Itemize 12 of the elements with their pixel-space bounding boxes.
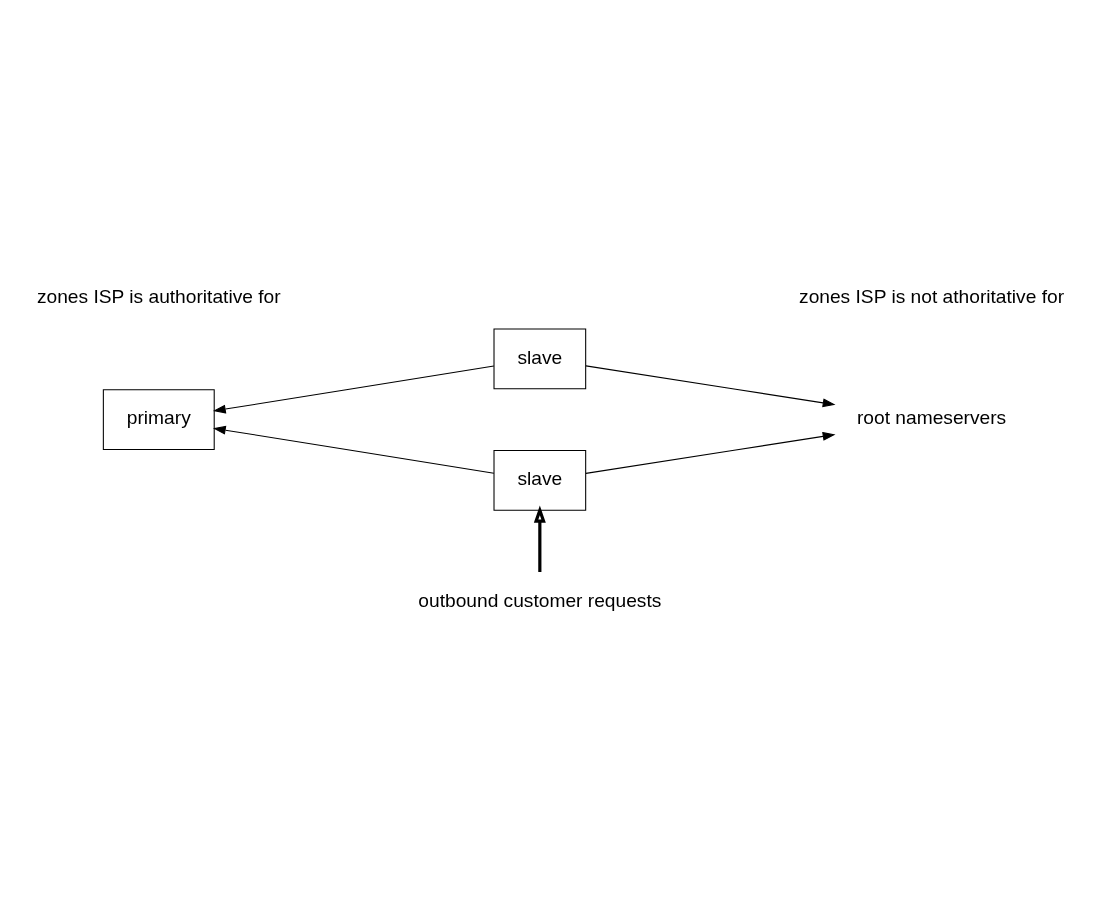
arrow [533,505,546,572]
arrow [212,425,495,474]
arrow [585,364,836,407]
node-box: primary [102,388,215,450]
node-text: root nameservers [856,406,1007,428]
arrow [585,431,836,474]
node-box: slave [493,449,587,511]
label: zones ISP is not athoritative for [799,285,1065,307]
label: zones ISP is authoritative for [36,285,281,307]
node-box: slave [493,328,587,389]
arrow [212,365,495,413]
node-text: outbound customer requests [418,589,662,611]
